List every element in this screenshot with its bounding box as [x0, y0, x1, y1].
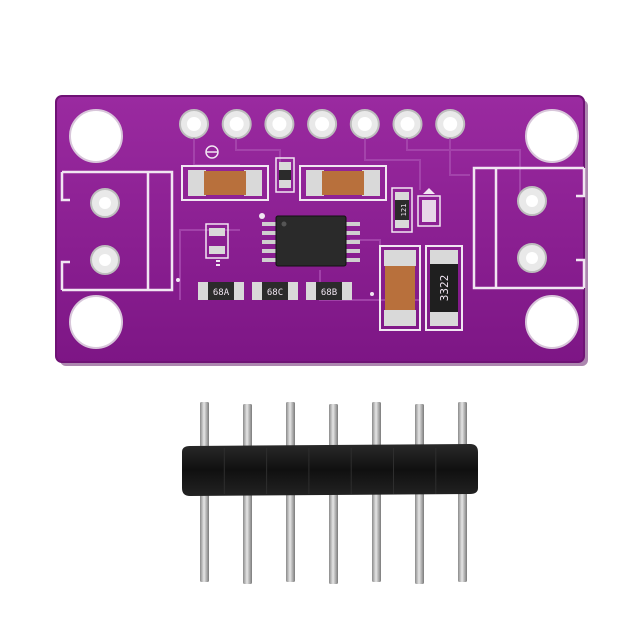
resistor-small: 121 [391, 187, 413, 233]
left-terminal-outline [60, 170, 174, 292]
left-terminal-hole-1 [99, 197, 111, 209]
ic-pin [346, 240, 360, 244]
ic-pin [262, 258, 276, 262]
top-pin-hole [187, 117, 201, 131]
capacitor-bottom-2: 68C [252, 282, 298, 300]
right-terminal-hole-1 [526, 195, 538, 207]
mounting-hole-bottom-left [69, 295, 123, 349]
capacitor-top-left [181, 165, 269, 201]
right-terminal-hole-2 [526, 252, 538, 264]
top-pin-row [179, 109, 466, 139]
ic-pin [346, 222, 360, 226]
resistor-large-label: 3322 [438, 275, 451, 302]
ic-chip [262, 215, 360, 267]
ic-pin [262, 231, 276, 235]
mounting-hole-top-right [525, 109, 579, 163]
ic-pin [262, 240, 276, 244]
mounting-hole-top-left [69, 109, 123, 163]
resistor-small-label: 121 [400, 204, 408, 217]
ground-symbol [205, 145, 219, 159]
right-terminal-outline [472, 166, 586, 290]
capacitor-bottom-3-label: 68B [321, 288, 337, 298]
capacitor-top-right [299, 165, 387, 201]
top-pin-hole [357, 117, 372, 131]
silkscreen-marks [176, 260, 374, 296]
capacitor-bottom-1: 68A [198, 282, 244, 300]
capacitor-bottom-1-label: 68A [213, 288, 230, 298]
ic-pin [346, 249, 360, 253]
pin-header [182, 402, 478, 584]
mounting-hole-bottom-right [525, 295, 579, 349]
small-component-left [205, 223, 229, 259]
left-terminal-hole-2 [99, 254, 111, 266]
top-pin-hole [400, 117, 415, 131]
ic-pin [346, 258, 360, 262]
pcb-board: 68A 68C 68B 121 [55, 95, 588, 366]
led-component [417, 188, 441, 227]
top-pin-hole [229, 117, 244, 131]
via-dot [259, 213, 265, 219]
top-pin-hole [443, 117, 458, 131]
top-pin-hole [272, 117, 287, 131]
ic-pin [262, 222, 276, 226]
ic-pin [262, 249, 276, 253]
header-plastic [182, 444, 478, 496]
top-pin-hole [315, 117, 330, 131]
capacitor-bottom-3: 68B [306, 282, 352, 300]
resistor-large: 3322 [425, 245, 463, 331]
capacitor-bottom-2-label: 68C [267, 288, 283, 298]
ic-pin [346, 231, 360, 235]
small-component-top [275, 157, 295, 193]
inductor-bottom [379, 245, 421, 331]
